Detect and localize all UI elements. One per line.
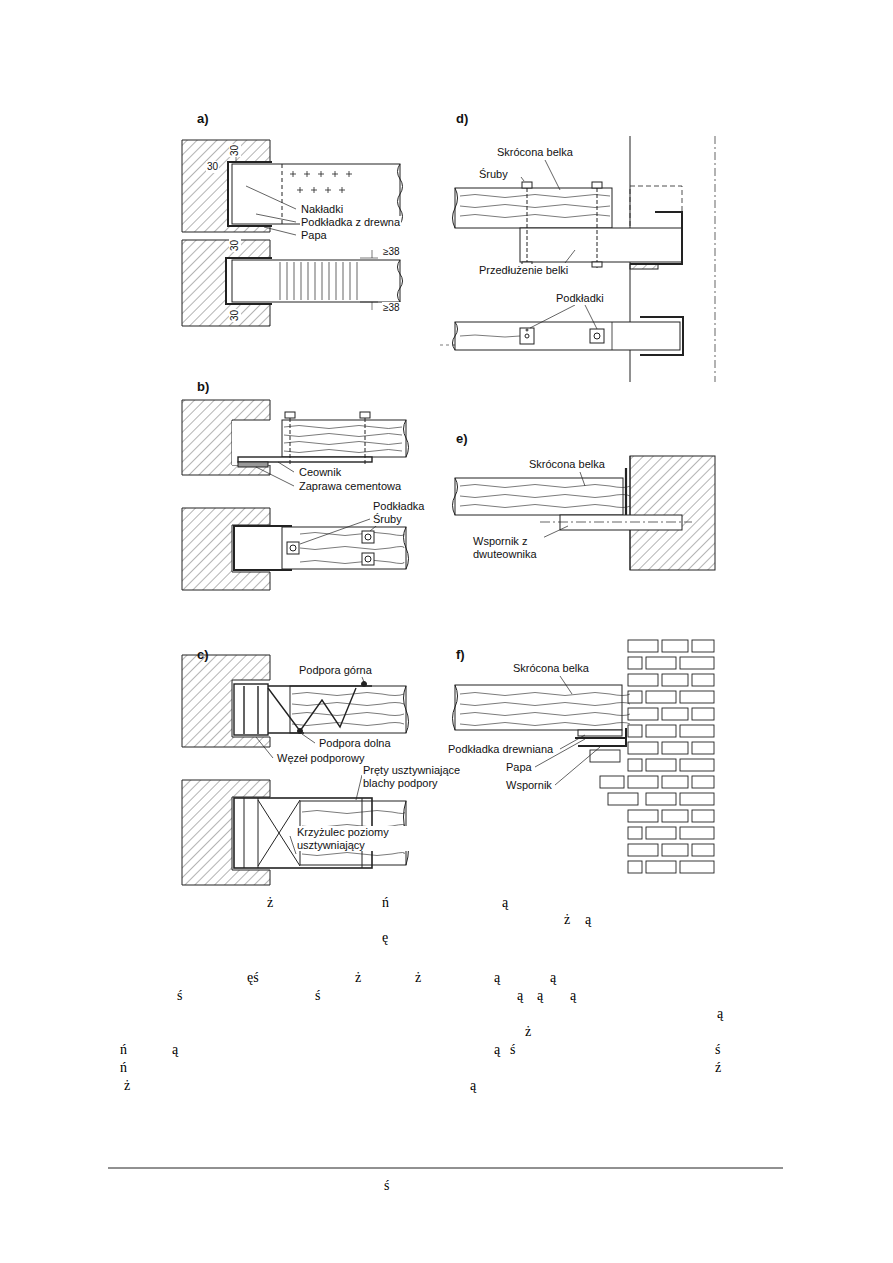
- part-label: Podkładka: [372, 500, 425, 513]
- part-label: a): [196, 112, 210, 127]
- part-label: Nakładki: [300, 203, 344, 216]
- caption-glyph: ą: [172, 1043, 178, 1057]
- part-label: c): [196, 648, 210, 663]
- caption-glyph: ą: [550, 971, 556, 985]
- part-label: d): [455, 112, 469, 127]
- caption-glyph: ą: [585, 913, 591, 927]
- part-label: Śruby: [478, 168, 509, 181]
- part-label: Wspornik: [505, 779, 553, 792]
- part-label: Ceownik: [298, 466, 342, 479]
- caption-glyph: ś: [384, 1179, 389, 1193]
- part-label: ≥38: [382, 302, 401, 314]
- part-label: 30: [229, 144, 241, 157]
- caption-glyph: ą: [470, 1079, 476, 1093]
- part-label: 30: [206, 161, 219, 173]
- part-label: Wspornik z dwuteownika: [472, 535, 544, 560]
- part-label: f): [455, 648, 466, 663]
- part-label: Skrócona belka: [512, 662, 590, 675]
- caption-glyph: ż: [267, 896, 273, 910]
- part-label: Skrócona belka: [528, 458, 606, 471]
- part-label: Podkładka drewniana: [447, 743, 554, 756]
- caption-glyph: ą: [537, 989, 543, 1003]
- part-label: b): [196, 380, 210, 395]
- caption-glyph: ż: [415, 971, 421, 985]
- caption-glyph: ą: [494, 1043, 500, 1057]
- part-label: Skrócona belka: [496, 146, 574, 159]
- caption-glyph: ź: [715, 1061, 721, 1075]
- caption-glyph: ń: [120, 1043, 127, 1057]
- caption-glyph: ś: [177, 989, 182, 1003]
- caption-glyph: ż: [525, 1025, 531, 1039]
- caption-glyph: ś: [315, 989, 320, 1003]
- part-label: 30: [229, 239, 241, 252]
- part-label: Węzeł podporowy: [276, 752, 365, 765]
- caption-glyph: ż: [124, 1079, 130, 1093]
- part-label: Pręty usztywniające blachy podpory: [362, 764, 489, 789]
- part-label: 30: [229, 309, 241, 322]
- caption-glyph: ą: [494, 971, 500, 985]
- caption-glyph: ż: [355, 971, 361, 985]
- part-label: Podpora górna: [298, 664, 373, 677]
- caption-glyph: ą: [717, 1007, 723, 1021]
- part-label: ≥38: [382, 246, 401, 258]
- part-label: Zaprawa cementowa: [298, 480, 402, 493]
- caption-glyph: ś: [715, 1043, 720, 1057]
- caption-glyph: ń: [120, 1061, 127, 1075]
- caption-glyph: ą: [517, 989, 523, 1003]
- part-label: Podkładka z drewna: [300, 216, 401, 229]
- part-label: Podpora dolna: [318, 737, 392, 750]
- part-label: Papa: [505, 761, 533, 774]
- caption-glyph: ś: [510, 1043, 515, 1057]
- part-label: Podkładki: [555, 292, 605, 305]
- part-label: Śruby: [372, 513, 403, 526]
- part-label: Przedłużenie belki: [478, 264, 569, 277]
- caption-glyph: ą: [570, 989, 576, 1003]
- part-label: Krzyżulec poziomy usztywniający: [296, 826, 413, 851]
- caption-glyph: ń: [382, 896, 389, 910]
- part-label: Papa: [300, 229, 328, 242]
- caption-glyph: ęś: [247, 971, 259, 985]
- caption-glyph: ę: [382, 931, 388, 945]
- caption-glyph: ż: [564, 913, 570, 927]
- caption-glyph: ą: [502, 896, 508, 910]
- part-label: e): [455, 432, 469, 447]
